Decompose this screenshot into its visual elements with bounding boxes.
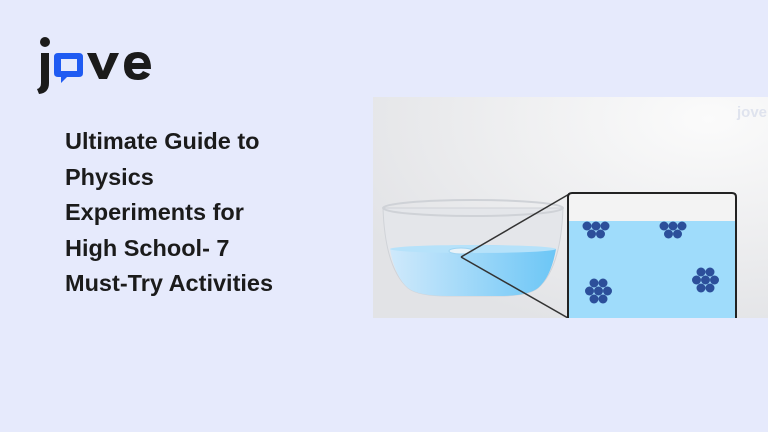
watermark: jove (736, 104, 767, 121)
logo-j (37, 53, 49, 94)
title-line: Ultimate Guide to (65, 128, 260, 154)
water (390, 245, 556, 296)
glass-bowl (382, 199, 564, 297)
logo-v (87, 53, 119, 79)
logo-dot (40, 37, 50, 47)
jove-logo[interactable] (36, 34, 162, 96)
title-line: Must-Try Activities (65, 270, 274, 296)
logo-e (124, 52, 151, 80)
molecule-cluster (582, 221, 610, 239)
title-line: High School- 7 (65, 234, 230, 261)
title-line: Physics (65, 163, 154, 190)
article-title: Ultimate Guide to Physics Experiments fo… (65, 124, 355, 302)
zoom-inset (460, 192, 737, 318)
logo-speech-bubble-icon (54, 53, 83, 83)
molecule-cluster (659, 221, 687, 239)
molecule-cluster (585, 278, 612, 304)
hero-illustration: jove (373, 97, 768, 318)
title-line: Experiments for (65, 199, 244, 225)
molecule-cluster (692, 267, 719, 293)
